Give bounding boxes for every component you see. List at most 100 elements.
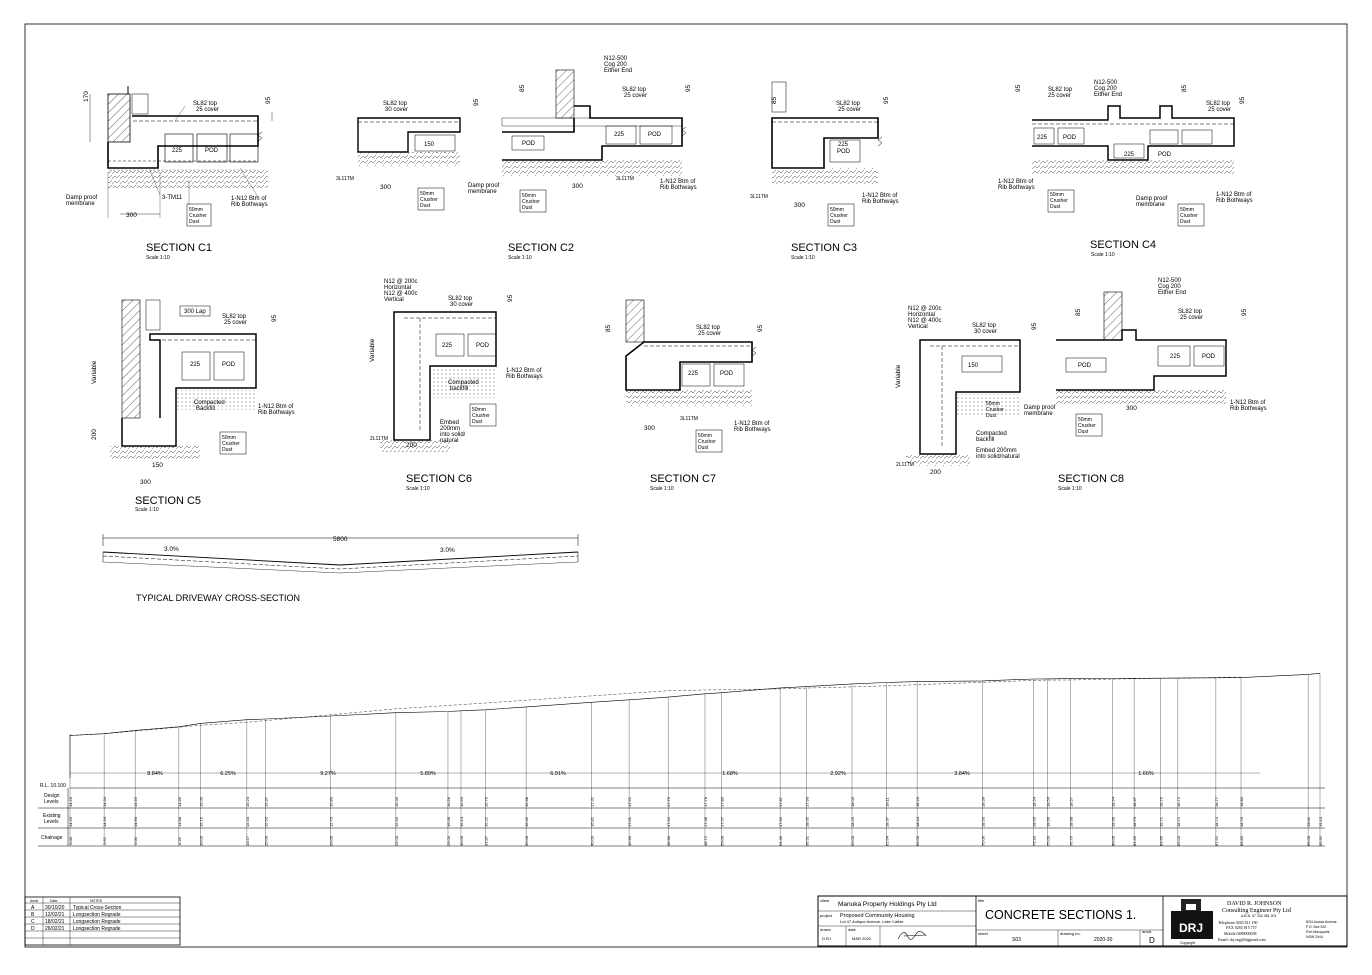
design-level-label: 18.39 [980,796,985,807]
c3-note-pod: POD [837,149,851,155]
section-c3: SL82 top 25 cover 225 POD 3L11TM 1-N12 B… [750,81,899,261]
existing-level-label: 18.05 [804,816,809,827]
c2-note-rib: Rib Bothways [660,185,697,191]
c2-note-cog: Cog 200 [604,62,627,68]
existing-level-label: 15.15 [198,816,203,827]
existing-level-label: 16.81 [589,816,594,827]
existing-level-label: 15.44 [245,816,250,827]
existing-level-label: 14.34 [102,816,107,827]
c3-note-crusher: Crusher [830,213,848,219]
c4-note-50mm-b: 50mm [1180,207,1194,213]
existing-level-label: 15.50 [263,816,268,827]
row-label-design-2: Levels [44,799,59,805]
design-level-label: 17.80 [720,796,725,807]
c7-title: SECTION C7 [650,473,716,485]
drawn-label: drawn [820,927,831,932]
chainage-label: 95.00 [1306,835,1311,846]
c4-note-dpm1: Damp proof [1136,196,1168,202]
c4-note-btmb: 1-N12 Btm of [1216,192,1252,198]
c6-note-solid: into solid/ [440,432,466,438]
longsection-datum: R.L. 10.100 [40,783,66,789]
amdt-row-a-note: Typical Cross-Section [73,905,122,911]
row-label-design-1: Design [44,793,60,799]
driveway-section: 5800 3.0% 3.0% TYPICAL DRIVEWAY CROSS-SE… [102,534,579,603]
section-c7: SL82 top 25 cover 225 POD 3L11TM 1-N12 B… [605,299,771,492]
c7-note-pod: POD [720,371,734,377]
firm-name: DAVID R. JOHNSON [1227,901,1282,907]
c5-dim-variable: Variable [91,360,98,384]
existing-level-label: 17.57 [720,816,725,827]
c1-note-tm11: 3-TM11 [162,195,183,201]
chainage-label: 70.00 [980,835,985,846]
c4-note-sl82b: SL82 top [1206,101,1231,107]
existing-level-label: 18.69 [1111,816,1116,827]
c5-dim-300: 300 [140,479,151,486]
c8-note-2l11tm: 2L11TM [896,462,914,468]
c6-note-pod: POD [476,343,490,349]
c3-note-225: 225 [838,142,849,148]
c6-dim-variable: Variable [369,338,376,362]
c2-note-sl82: SL82 top [383,101,408,107]
c8-note-dpm1: Damp proof [1024,405,1056,411]
design-level-label: 18.67 [1132,796,1137,807]
chainage-label: 40.00 [589,835,594,846]
design-level-label: 18.56 [1045,796,1050,807]
chainage-label: 20.00 [329,835,334,846]
c8-note-cog: Cog 200 [1158,284,1181,290]
slab-outline [107,115,259,169]
firm-sub: Consulting Engineer Pty Ltd [1222,908,1291,914]
c4-note-cog: Cog 200 [1094,86,1117,92]
c8-title: SECTION C8 [1058,473,1124,485]
c1-title: SECTION C1 [146,242,212,254]
c5-dim-150: 150 [152,462,163,469]
c1-scale: Scale 1:10 [146,255,170,261]
design-level-label: 17.73 [666,796,671,807]
logo-text: DRJ [1179,921,1203,935]
c6-note-n12h: N12 @ 200c [384,279,417,285]
driveway-surface [102,551,579,566]
project-name: Proposed Community Housing [840,913,915,919]
amdt-row-a-id: A [31,905,35,911]
c8-dim-variable: Variable [895,364,902,388]
c4-note-crusher: Crusher [1050,198,1068,204]
c8-note-sl82: SL82 top [972,323,997,329]
c2-note-dust-b: Dust [522,205,533,211]
chainage-label: 81.65 [1132,835,1137,846]
c4-note-rib: Rib Bothways [998,185,1035,191]
c8-note-50mm-b: 50mm [1078,417,1092,423]
c8-note-embed: Embed 200mm [976,448,1017,454]
chainage-label: 83.66 [1158,835,1163,846]
firm-abn: A.B.N. 67 102 081 201 [1241,914,1276,918]
design-level-label: 15.37 [263,796,268,807]
chainage-label: 35.00 [524,835,529,846]
c2-slab-right [502,105,683,161]
firm-address-1: 8/34 Acacia Avenue [1306,920,1337,924]
c4-note-225: 225 [1037,135,1048,141]
design-level-label: 17.32 [589,796,594,807]
c8-dim-200: 200 [930,469,941,476]
design-level-label: 17.52 [627,796,632,807]
c3-note-50mm: 50mm [830,207,844,213]
chainage-label: 0.00 [68,836,73,845]
project-address: Lot 47 Antique Avenue, Lake Cathie [840,919,904,924]
amdt-header-date: Date [50,899,57,903]
existing-level-label: 18.70 [1132,816,1137,827]
c4-note-crusher-b: Crusher [1180,213,1198,219]
c3-note-sl82: SL82 top [836,101,861,107]
design-level-line [69,676,1242,736]
project-label: project [820,913,833,918]
c8-note-225: 225 [1170,354,1181,360]
c5-scale: Scale 1:10 [135,507,159,513]
c2-note-dust: Dust [420,203,431,209]
sheet-value: S03 [1012,937,1021,943]
existing-level-label: 17.95 [778,816,783,827]
existing-level-label: 18.71 [1158,816,1163,827]
c2-dim-300b: 300 [572,183,583,190]
section-c4: SL82 top 25 cover N12-500 Cog 200 Either… [998,80,1253,258]
driveway-title: TYPICAL DRIVEWAY CROSS-SECTION [136,593,300,603]
c1-note-225: 225 [172,148,183,154]
client-label: client [820,898,830,903]
c5-note-btm: 1-N12 Btm of [258,404,294,410]
c6-note-natural: natural [440,438,458,444]
chainage-label: 29.00 [446,835,451,846]
